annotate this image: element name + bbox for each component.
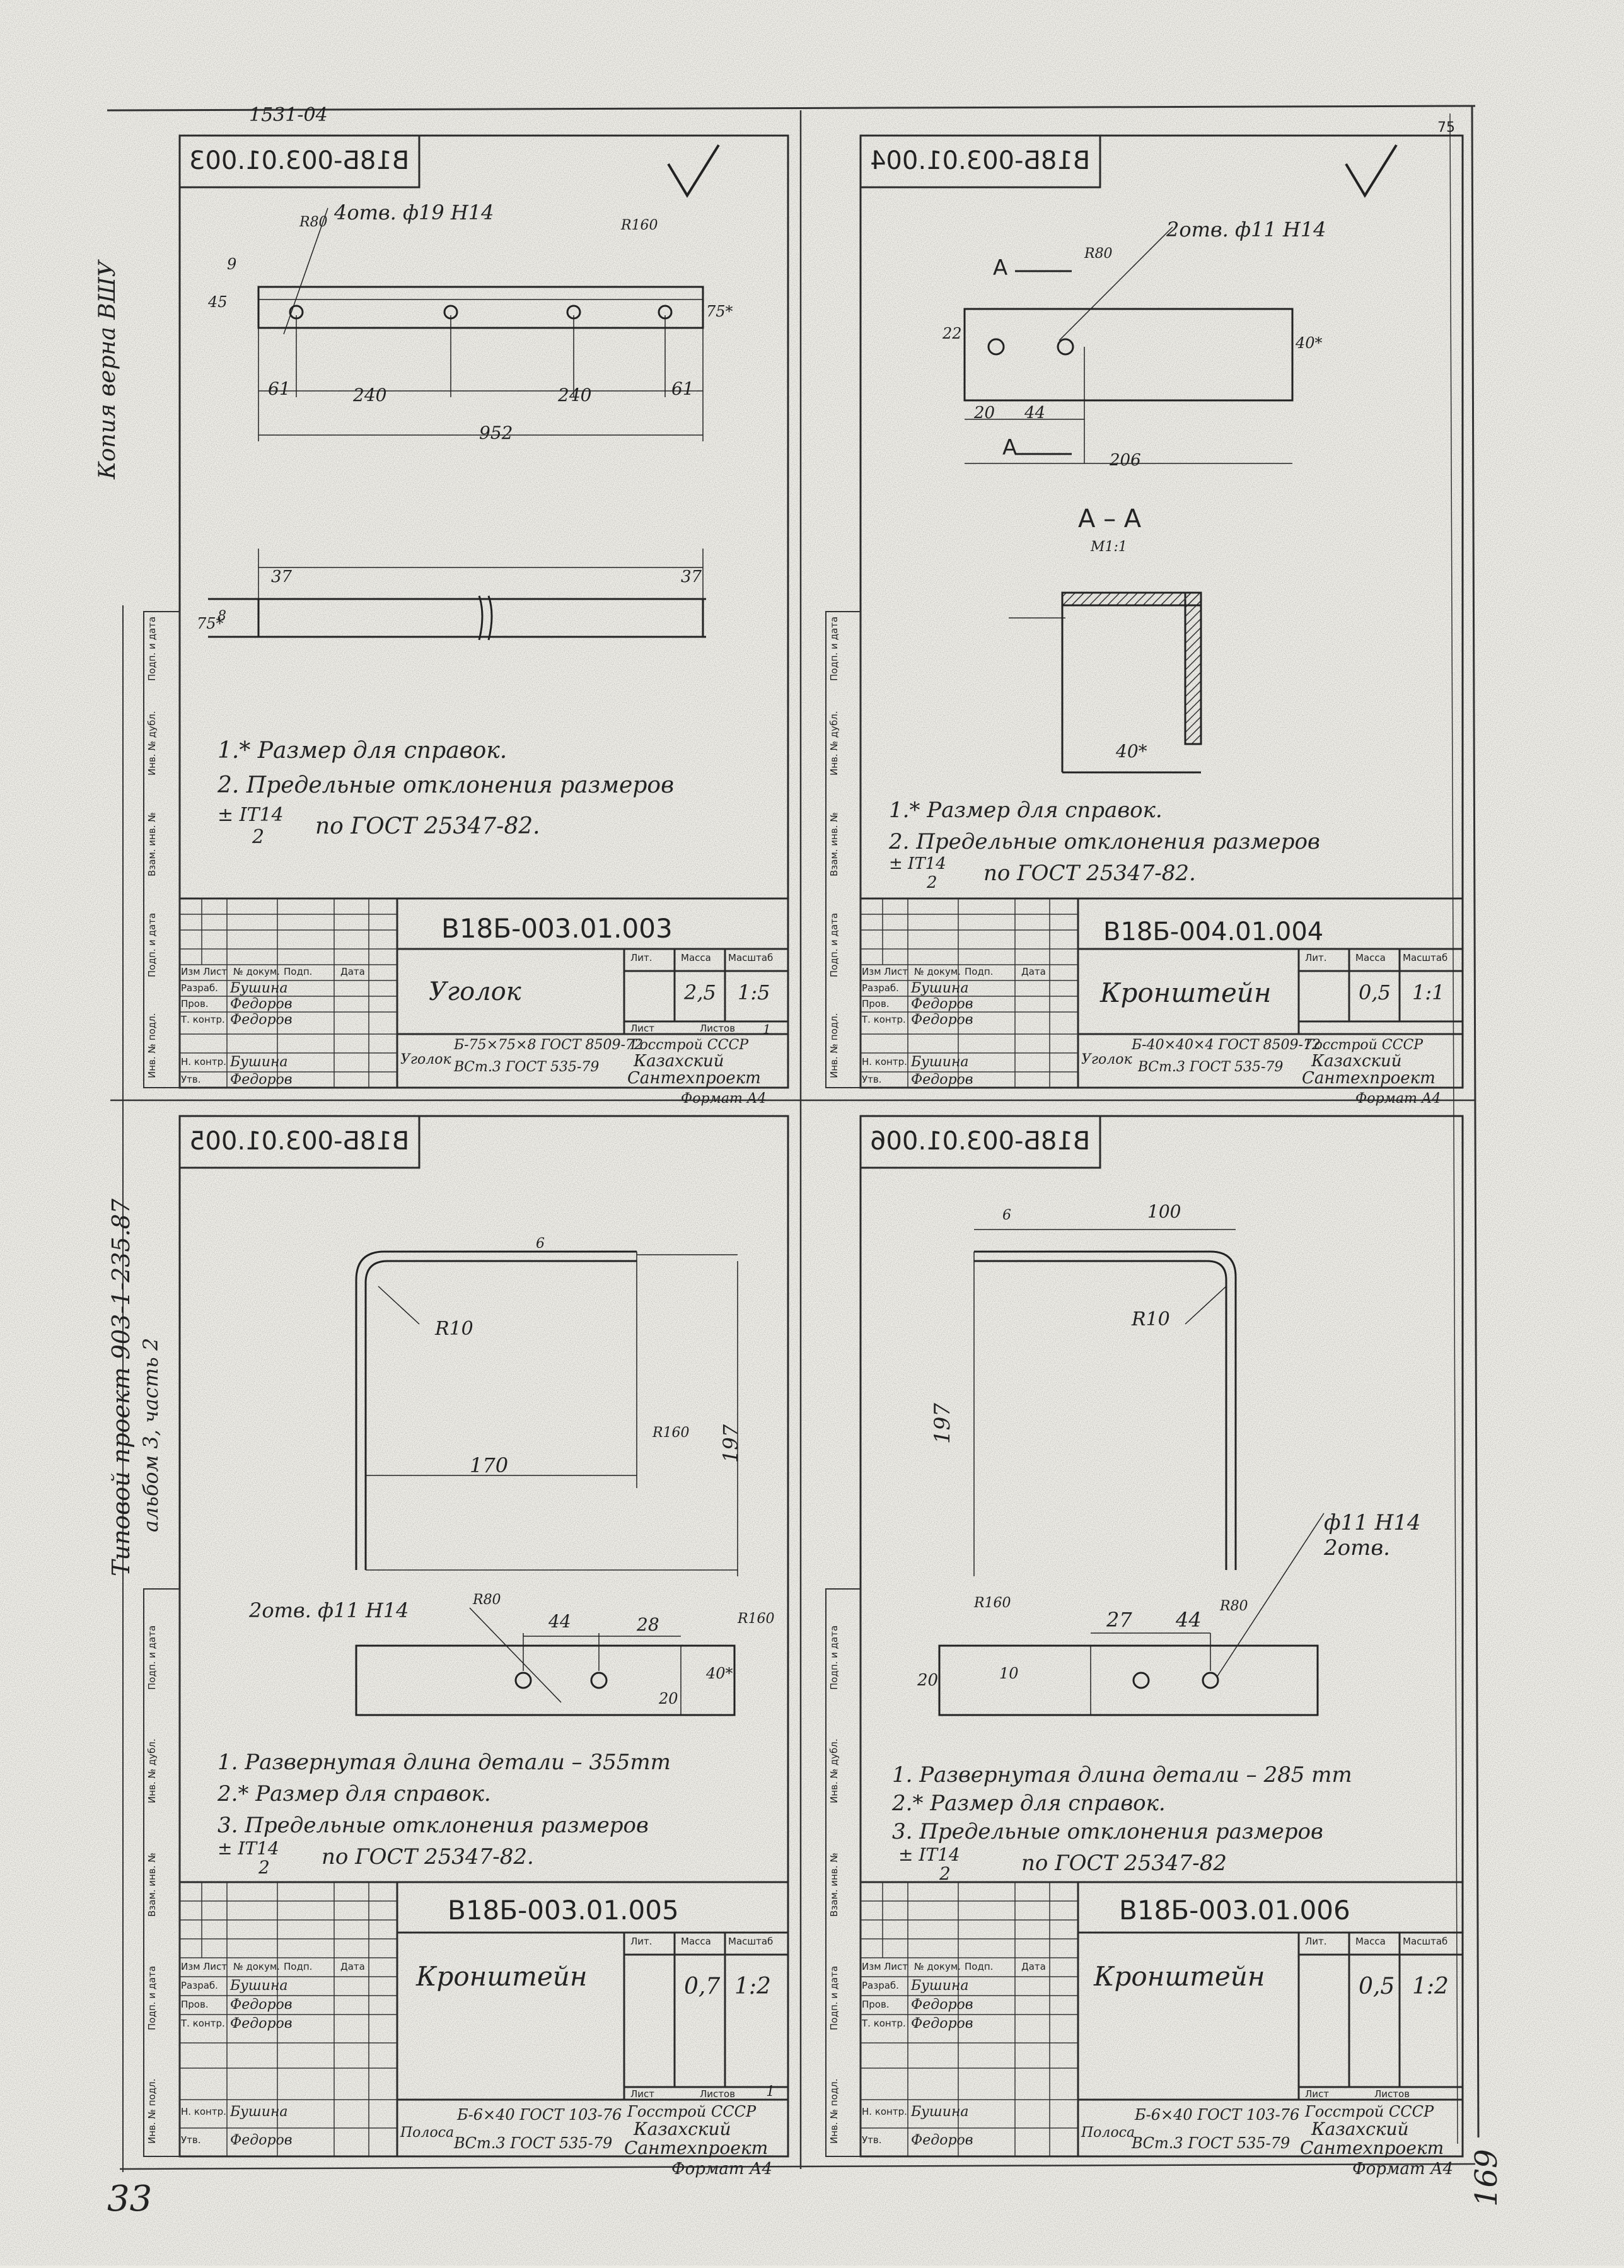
drawing-canvas: [0, 0, 1624, 2265]
drawing-sheet: [0, 0, 1624, 2265]
